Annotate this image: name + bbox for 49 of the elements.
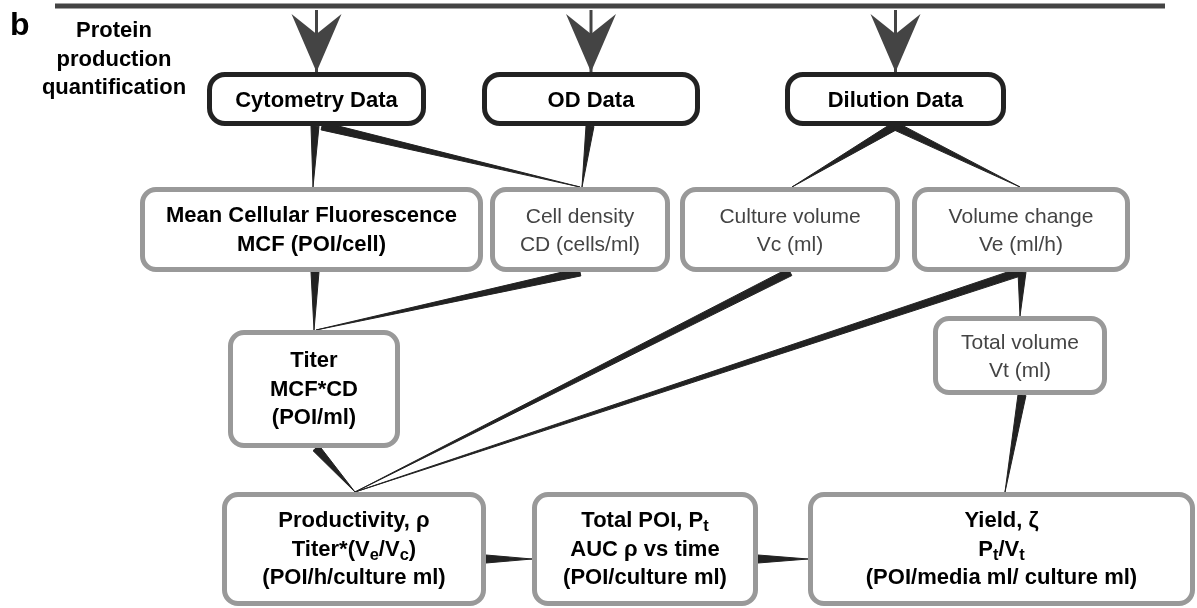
box-text: Titer*(V$_{e}$/V$_{c}$) — [291, 534, 417, 564]
quantity-box — [933, 316, 1107, 395]
box-text: AUC ρ vs time — [570, 534, 720, 563]
connector-line — [757, 554, 809, 564]
connector-line — [310, 271, 320, 331]
box-text: (POI/ml) — [271, 403, 357, 432]
box-text: Cell density — [525, 203, 635, 230]
quantity-box — [222, 492, 486, 606]
box-text: Culture volume — [719, 203, 861, 230]
box-text: Mean Cellular Fluorescence — [166, 200, 457, 229]
box-text: (POI/h/culture ml) — [262, 563, 446, 592]
box-text: Total volume — [961, 329, 1079, 356]
box-text: Volume change — [948, 203, 1094, 230]
box-text: Productivity, ρ — [278, 506, 430, 535]
box-text: Cytometry Data — [235, 85, 398, 114]
quantity-box — [808, 492, 1195, 606]
quantity-box — [228, 330, 400, 448]
box-text: Vc (ml) — [756, 230, 824, 257]
box-text: MCF (POI/cell) — [236, 229, 387, 258]
panel-letter: b — [10, 8, 30, 40]
box-text: (POI/media ml/ culture ml) — [865, 563, 1138, 592]
box-text: MCF*CD — [270, 374, 358, 403]
connector-line — [1017, 271, 1027, 317]
connector-line — [485, 554, 533, 564]
connector-line — [310, 125, 320, 188]
arrow — [291, 10, 342, 72]
box-text: Titer — [290, 346, 338, 375]
box-text: Ve (ml/h) — [979, 230, 1063, 257]
arrow — [870, 10, 921, 72]
arrow — [566, 10, 616, 72]
box-text: Yield, ζ — [964, 506, 1039, 535]
quantity-box — [680, 187, 900, 272]
quantity-box — [912, 187, 1130, 272]
box-text: CD (cells/ml) — [519, 230, 641, 257]
box-text: (POI/culture ml) — [563, 563, 727, 592]
quantity-box — [490, 187, 670, 272]
box-text: P$_{t}$/V$_{t}$ — [978, 534, 1025, 564]
data-source-box — [785, 72, 1006, 126]
data-source-box — [207, 72, 426, 126]
connector-line — [1004, 393, 1027, 493]
quantity-box — [532, 492, 758, 606]
box-text: Dilution Data — [827, 85, 964, 114]
panel-title: Protein production quantification — [40, 16, 188, 102]
box-text: OD Data — [547, 85, 635, 114]
connector-line — [581, 125, 595, 188]
box-text: Total POI, P$_{t}$ — [581, 506, 709, 535]
box-text: Vt (ml) — [989, 356, 1051, 383]
quantity-box — [140, 187, 483, 272]
data-source-box — [482, 72, 700, 126]
